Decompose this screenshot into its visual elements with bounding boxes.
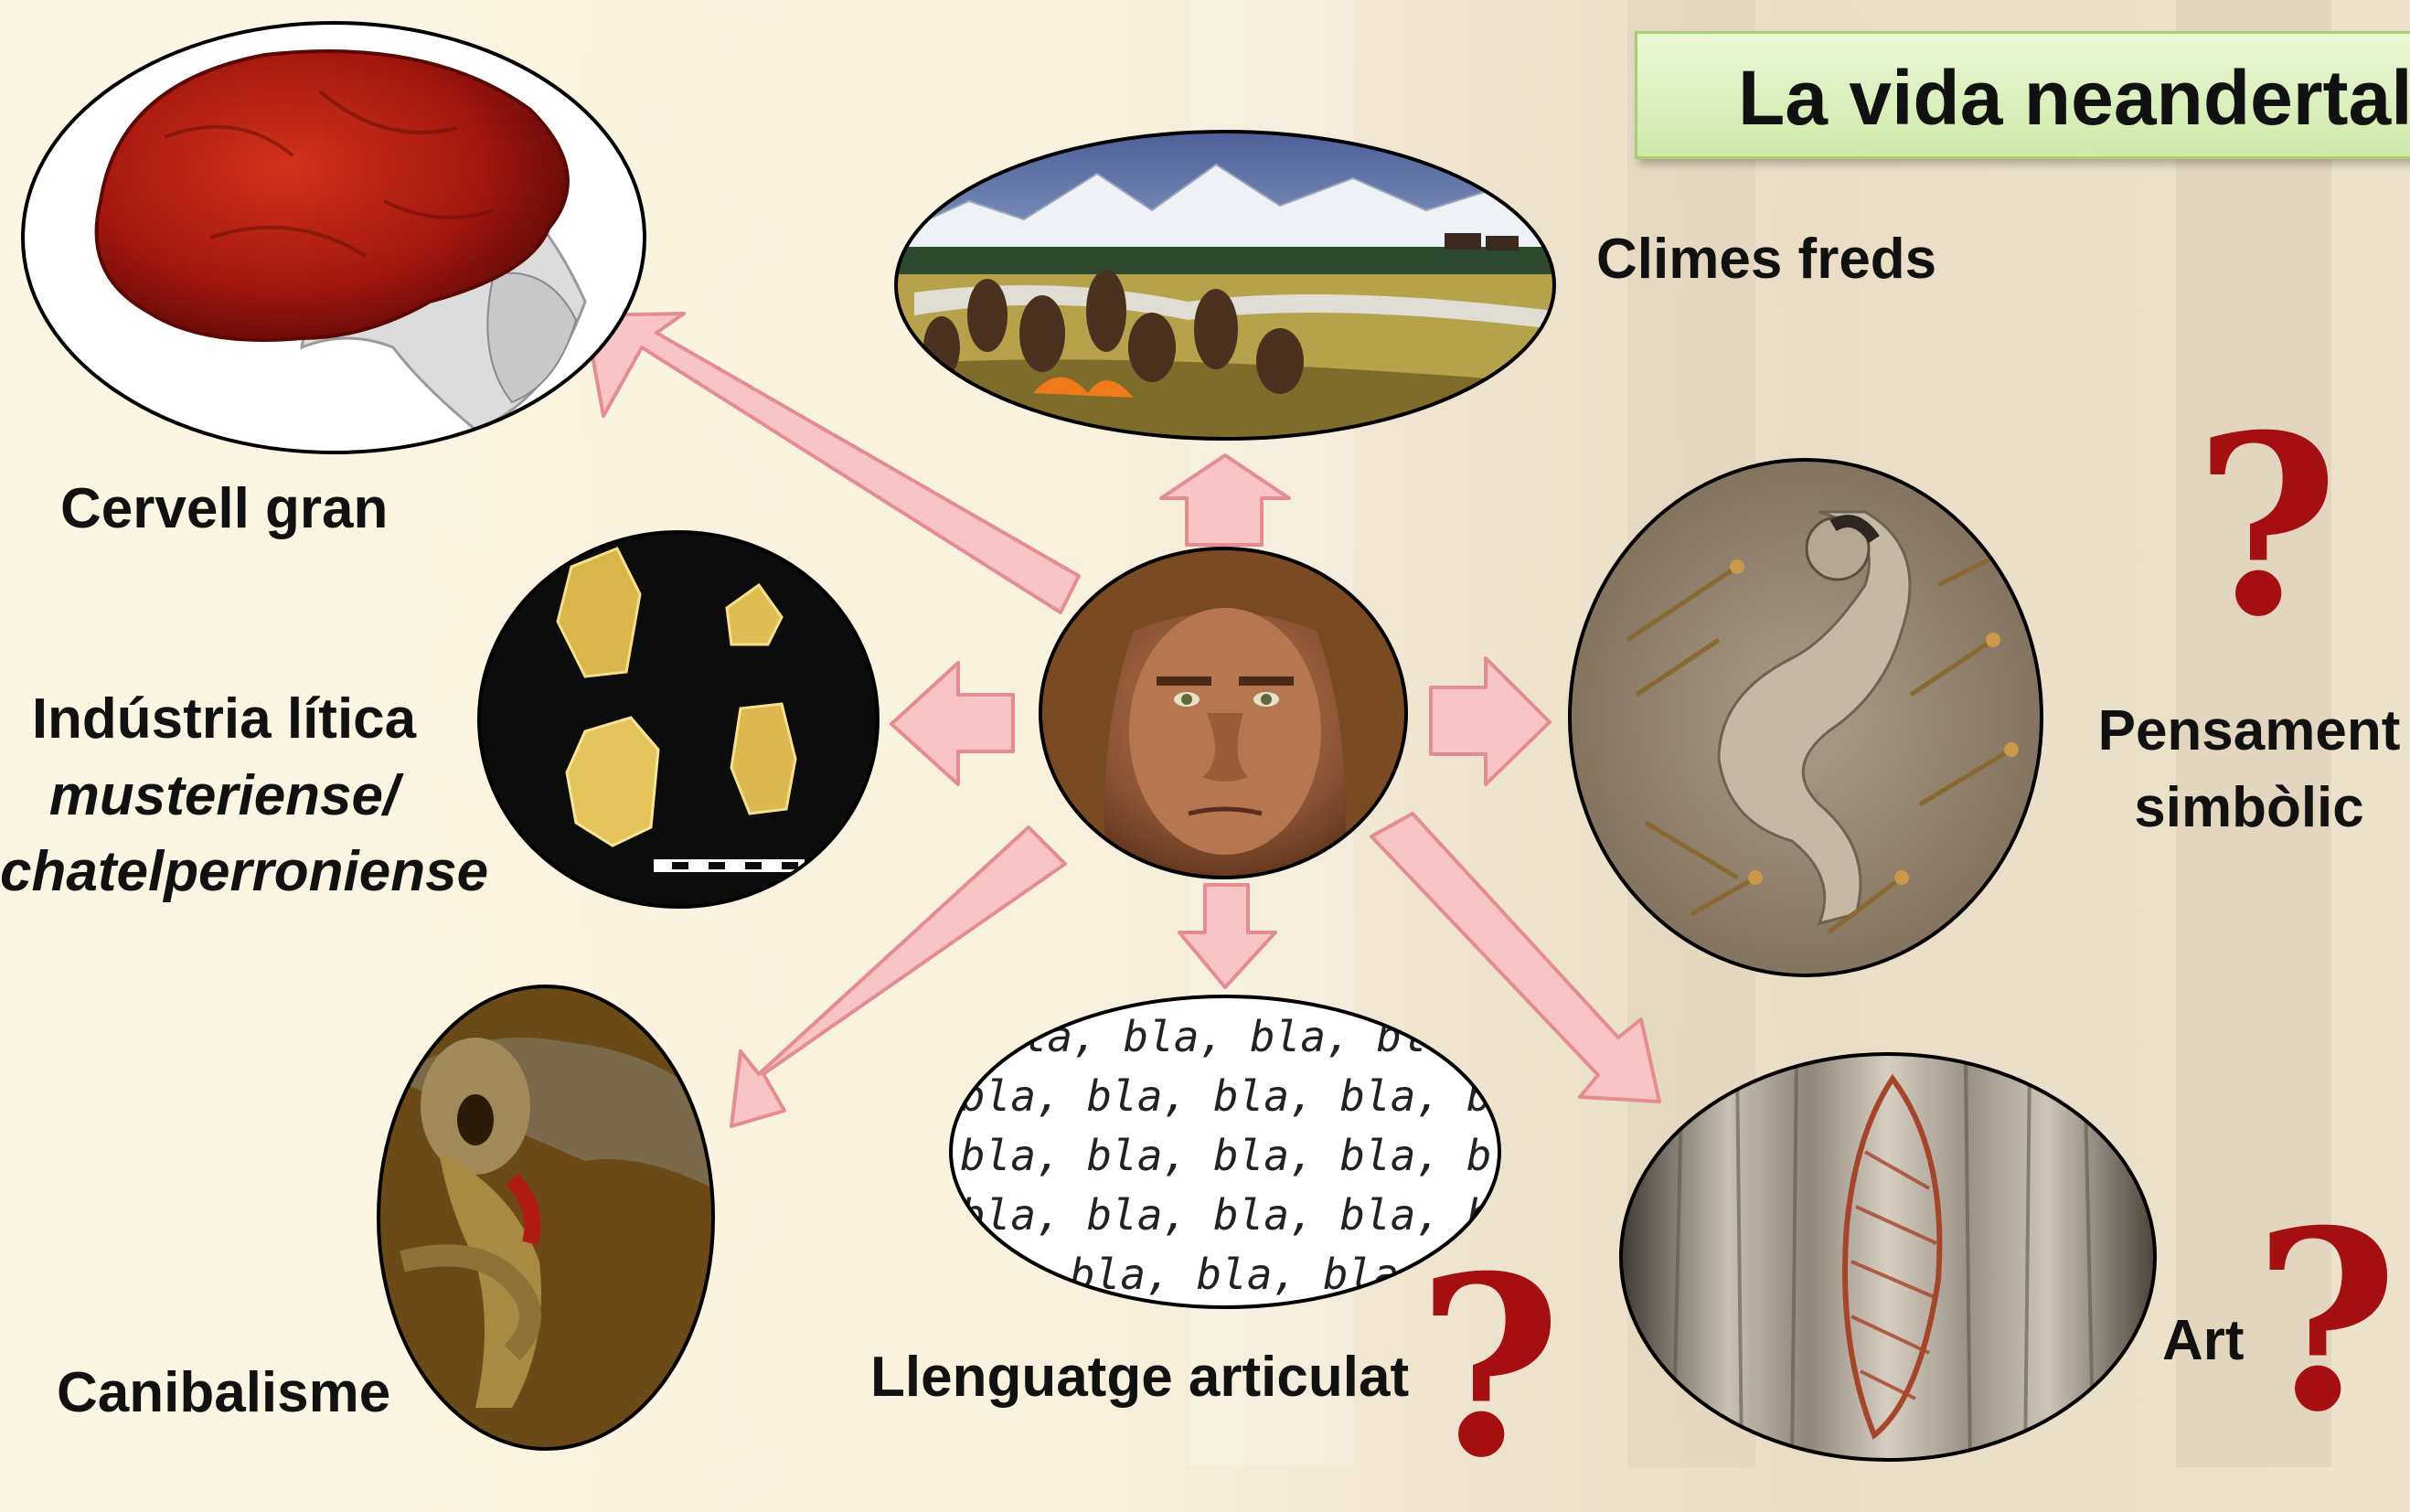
cannibalism-image	[375, 986, 722, 1453]
label-symbolic-line1: Pensament	[2094, 693, 2405, 770]
tools-image	[479, 532, 878, 907]
question-mark-art: ?	[2254, 1198, 2398, 1444]
label-brain: Cervell gran	[60, 471, 388, 548]
neanderthal-face-image	[1040, 544, 1408, 878]
label-tools: Indústria lítica musteriense/ chatelperr…	[0, 681, 448, 910]
label-tools-line3: chatelperroniense	[0, 834, 448, 910]
brain-image	[23, 23, 645, 453]
climate-image	[887, 128, 1563, 448]
label-tools-line2: musteriense/	[0, 758, 448, 835]
question-mark-symbolic: ?	[2194, 402, 2339, 649]
art-image	[1621, 1054, 2155, 1463]
label-climate: Climes freds	[1596, 221, 1936, 298]
burial-image	[1570, 460, 2042, 975]
page-title: La vida neandertal	[1738, 55, 2410, 141]
arrow-to-climate	[1161, 455, 1289, 545]
bla-row-4: bla, bla, bla, bla, bla, bla	[960, 1190, 1669, 1240]
arrow-to-tools	[891, 663, 1013, 784]
title-box: La vida neandertal	[1635, 31, 2410, 159]
bla-row-2: bla, bla, bla, bla, bla, bla	[960, 1071, 1669, 1121]
label-symbolic-line2: simbòlic	[2094, 770, 2405, 847]
arrow-to-language	[1179, 885, 1275, 987]
label-tools-line1: Indústria lítica	[0, 681, 448, 758]
question-mark-language: ?	[1417, 1243, 1562, 1490]
arrow-to-symbolic	[1431, 658, 1550, 784]
label-symbolic: Pensament simbòlic	[2094, 693, 2405, 846]
label-cannibalism: Canibalisme	[57, 1355, 390, 1432]
bla-row-3: bla, bla, bla, bla, bla, bla	[960, 1131, 1669, 1180]
label-language: Llenguatge articulat	[870, 1339, 1409, 1416]
label-art: Art	[2162, 1303, 2245, 1379]
